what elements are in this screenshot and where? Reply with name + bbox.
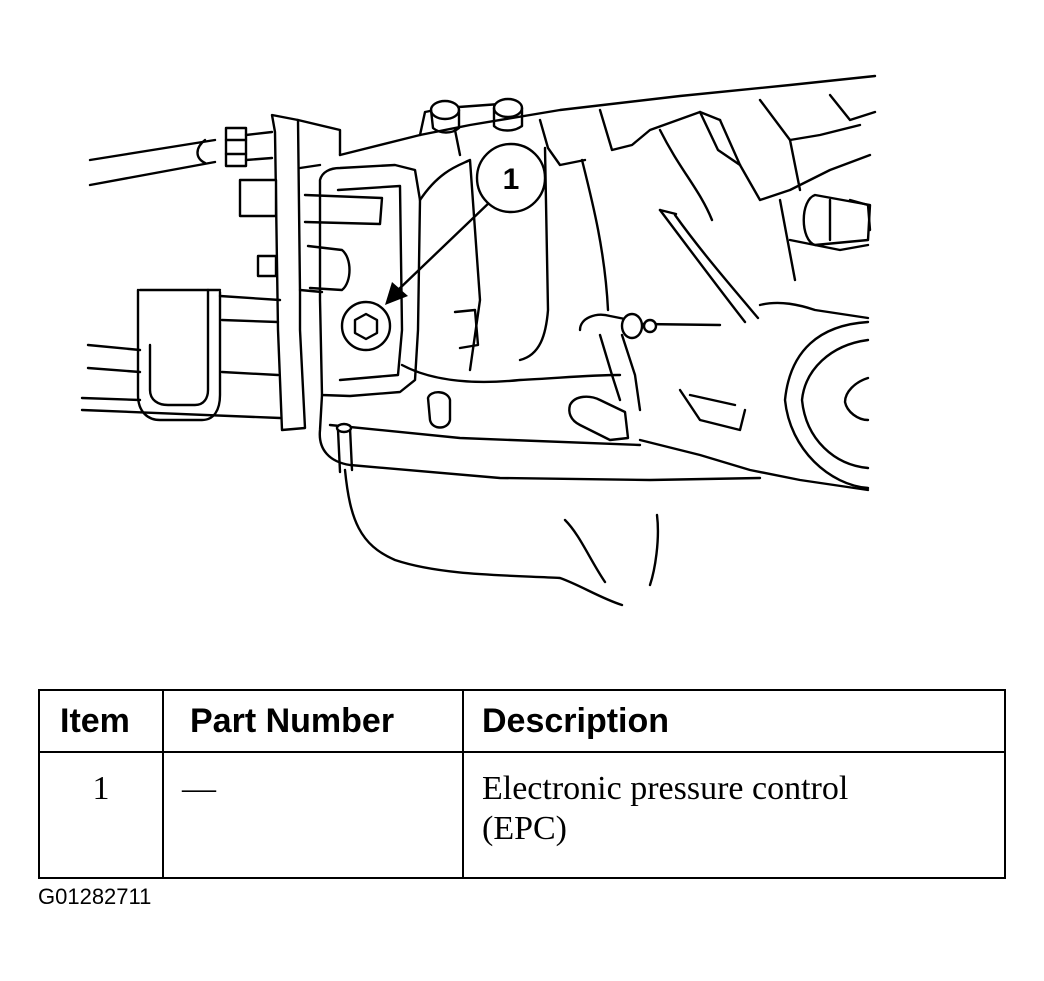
- callout-label: 1: [503, 163, 520, 196]
- rib-7: [718, 118, 872, 202]
- bracket-lines: [220, 318, 280, 377]
- rib-8: [698, 110, 742, 167]
- transmission-illustration: 1: [80, 74, 877, 607]
- lower-pad: [453, 308, 480, 350]
- case-body-outline: [318, 163, 422, 398]
- rib-11: [828, 93, 877, 122]
- rib-5: [598, 108, 722, 152]
- right-housing-outline: [758, 301, 870, 320]
- cell-part-number: —: [162, 751, 464, 879]
- sensor-tube: [598, 333, 642, 412]
- cable-line: [88, 138, 217, 187]
- diagonal-rod: [658, 208, 760, 324]
- top-bolt-right-body: [492, 106, 524, 132]
- lower-case-edge: [400, 363, 622, 384]
- output-shaft: [80, 343, 282, 420]
- epc-hex-plug: [353, 312, 379, 341]
- lower-rib: [678, 388, 747, 432]
- sensor-fitting: [568, 395, 630, 442]
- cable-nut: [224, 126, 248, 168]
- callout-arrowhead: [385, 282, 408, 305]
- sensor-tip: [642, 318, 658, 334]
- top-bolt-right: [492, 97, 524, 119]
- u-bracket-inner: [148, 288, 210, 407]
- cable-nut-line: [224, 138, 248, 156]
- bracket-top: [138, 288, 282, 302]
- u-bracket: [136, 288, 222, 422]
- description-line-1: Electronic pressure control: [482, 770, 849, 807]
- left-cylinder: [306, 244, 351, 292]
- lower-case-slot: [426, 391, 452, 429]
- parts-legend-table: Item Part Number Description 1 — Electro…: [38, 689, 1006, 879]
- header-item: Item: [38, 689, 164, 753]
- flange-edge: [296, 118, 342, 157]
- rib-10: [788, 138, 802, 192]
- pan-flange-top: [328, 423, 642, 447]
- cable-stub: [244, 130, 274, 162]
- header-description: Description: [462, 689, 1006, 753]
- top-bolt-left-body: [429, 108, 461, 134]
- rib-6: [658, 128, 714, 222]
- rib-2: [453, 118, 587, 167]
- rib-9: [758, 98, 862, 142]
- pan-crease: [563, 513, 660, 587]
- left-tab: [256, 254, 278, 278]
- transmission-line-drawing: 1: [80, 74, 877, 607]
- rib-1: [418, 158, 482, 372]
- pan-flange: [318, 393, 762, 482]
- rib-4: [580, 158, 610, 312]
- bearing-outer: [783, 320, 870, 490]
- right-case-lines: [778, 198, 870, 282]
- lower-rib-2: [688, 393, 737, 407]
- pan-stud: [336, 426, 354, 474]
- flange-inner: [298, 163, 324, 294]
- cell-item: 1: [38, 751, 164, 879]
- pan-bottom: [343, 468, 624, 607]
- right-boss-side: [848, 198, 872, 232]
- top-bolt-left: [429, 99, 461, 121]
- header-part-number: Part Number: [162, 689, 464, 753]
- callout-leader: [396, 198, 494, 292]
- bearing-inner: [843, 376, 870, 422]
- cable-end: [196, 138, 207, 165]
- bearing-middle: [800, 338, 870, 470]
- right-boss: [802, 193, 872, 247]
- case-top-outline: [338, 74, 877, 157]
- description-line-2: (EPC): [482, 810, 567, 847]
- sensor-body: [578, 313, 632, 332]
- table-row: 1 — Electronic pressure control (EPC): [38, 751, 1006, 879]
- rib-3: [518, 146, 550, 362]
- sensor-cap: [620, 312, 644, 340]
- right-housing-lower: [638, 438, 870, 492]
- diagonal-rod-tip: [658, 208, 678, 216]
- case-body-inner: [336, 184, 404, 382]
- cell-description: Electronic pressure control (EPC): [462, 751, 1006, 879]
- left-boss: [303, 193, 384, 226]
- left-bracket: [238, 178, 278, 218]
- table-header-row: Item Part Number Description: [38, 689, 1006, 753]
- figure-id: G01282711: [38, 884, 152, 909]
- pan-stud-head: [335, 422, 353, 434]
